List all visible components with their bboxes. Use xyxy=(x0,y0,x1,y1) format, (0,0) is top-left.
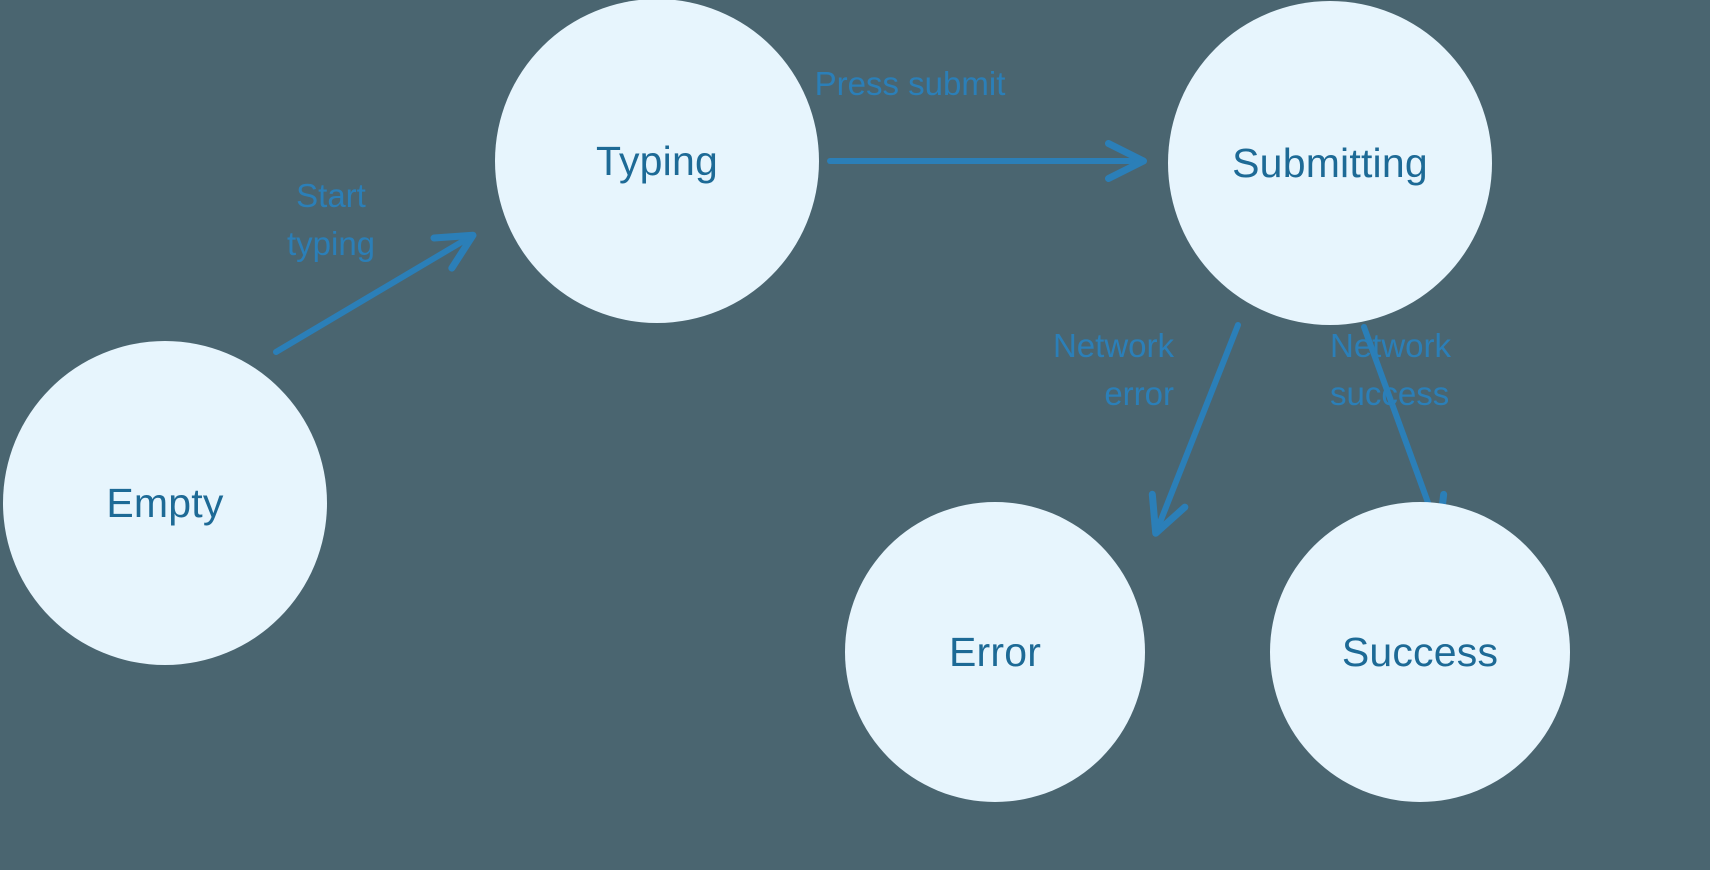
state-node-submitting[interactable]: Submitting xyxy=(1168,1,1492,325)
edge-label-start-typing: Start typing xyxy=(286,177,376,262)
state-node-error[interactable]: Error xyxy=(845,502,1145,802)
state-node-typing[interactable]: Typing xyxy=(495,0,819,323)
state-node-empty[interactable]: Empty xyxy=(3,341,327,665)
state-node-label: Submitting xyxy=(1232,139,1428,186)
edge-label-network-success: Network success xyxy=(1330,327,1452,412)
state-node-label: Error xyxy=(948,628,1042,675)
edge-label-network-error: Network error xyxy=(1052,327,1174,412)
state-node-label: Success xyxy=(1341,628,1499,675)
state-node-label: Empty xyxy=(106,479,224,526)
state-node-success[interactable]: Success xyxy=(1270,502,1570,802)
state-node-label: Typing xyxy=(596,137,718,184)
edge-label-press-submit: Press submit xyxy=(814,65,1006,102)
